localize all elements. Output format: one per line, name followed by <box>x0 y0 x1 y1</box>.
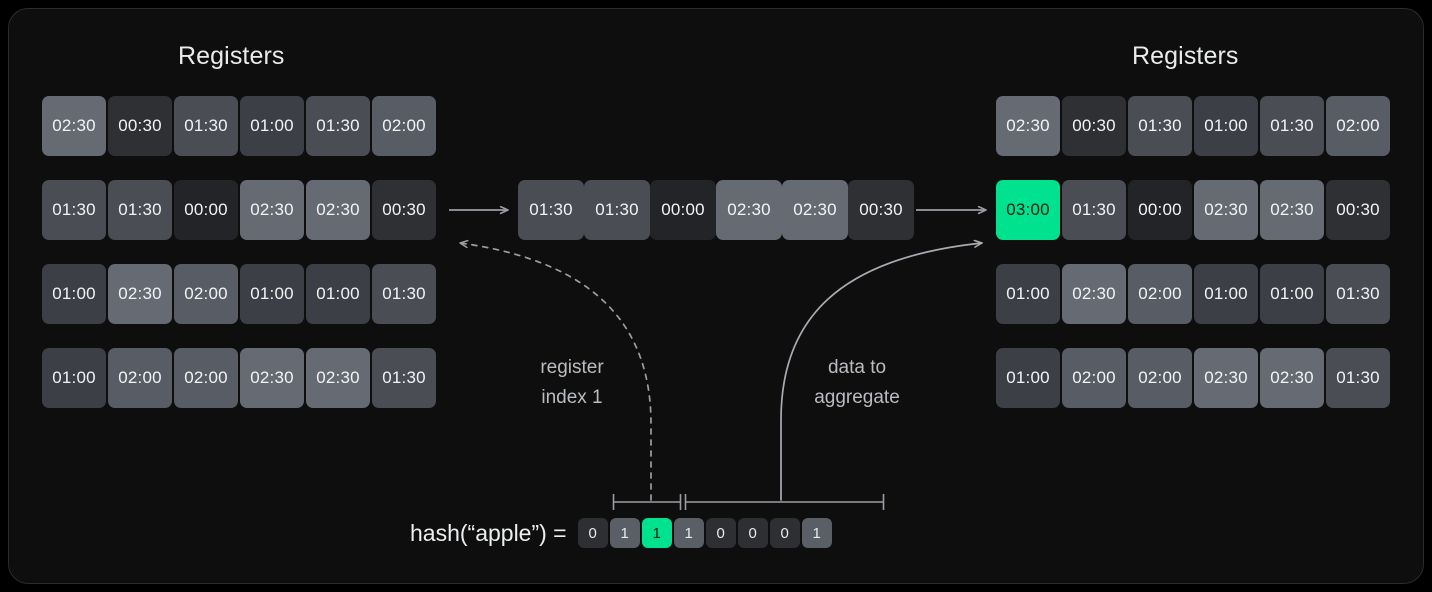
register-cell: 01:00 <box>1194 96 1258 156</box>
register-cell: 02:00 <box>108 348 172 408</box>
register-cell: 01:30 <box>1062 180 1126 240</box>
hash-bit: 0 <box>769 518 800 548</box>
register-cell: 01:30 <box>1326 264 1390 324</box>
selected-register-cell: 02:30 <box>716 180 782 240</box>
selected-register-cell: 01:30 <box>518 180 584 240</box>
register-cell: 01:30 <box>1326 348 1390 408</box>
register-cell: 02:30 <box>108 264 172 324</box>
register-cell: 02:00 <box>1062 348 1126 408</box>
right-registers-title: Registers <box>1132 42 1239 70</box>
register-cell: 01:00 <box>240 96 304 156</box>
hash-bit: 1 <box>801 518 832 548</box>
register-cell: 01:00 <box>42 348 106 408</box>
register-cell: 01:00 <box>1194 264 1258 324</box>
register-cell: 02:30 <box>306 180 370 240</box>
register-cell: 01:00 <box>240 264 304 324</box>
register-cell: 00:30 <box>1326 180 1390 240</box>
register-cell: 01:00 <box>306 264 370 324</box>
register-cell: 00:00 <box>1128 180 1192 240</box>
register-cell: 02:30 <box>1260 348 1324 408</box>
left-registers-title: Registers <box>178 42 285 70</box>
selected-register-cell: 00:00 <box>650 180 716 240</box>
register-cell: 00:30 <box>108 96 172 156</box>
register-cell: 01:00 <box>1260 264 1324 324</box>
hash-bit: 0 <box>737 518 768 548</box>
hash-bit: 1 <box>609 518 640 548</box>
register-cell: 02:00 <box>174 348 238 408</box>
register-cell: 00:30 <box>1062 96 1126 156</box>
data-to-aggregate-caption: data to aggregate <box>814 357 900 408</box>
register-cell: 02:00 <box>1128 264 1192 324</box>
selected-register-cell: 01:30 <box>584 180 650 240</box>
hash-bit: 0 <box>577 518 608 548</box>
register-index-caption: register index 1 <box>540 357 604 408</box>
register-cell: 01:30 <box>42 180 106 240</box>
register-cell: 01:00 <box>996 264 1060 324</box>
register-cell-highlighted: 03:00 <box>996 180 1060 240</box>
register-cell: 01:30 <box>174 96 238 156</box>
register-cell: 02:30 <box>1260 180 1324 240</box>
register-cell: 00:30 <box>372 180 436 240</box>
register-cell: 01:30 <box>372 264 436 324</box>
register-cell: 02:00 <box>372 96 436 156</box>
register-cell: 01:00 <box>42 264 106 324</box>
register-cell: 02:30 <box>42 96 106 156</box>
selected-register-cell: 00:30 <box>848 180 914 240</box>
register-cell: 01:30 <box>372 348 436 408</box>
hash-bit: 0 <box>705 518 736 548</box>
register-cell: 02:30 <box>1194 348 1258 408</box>
register-cell: 01:30 <box>108 180 172 240</box>
register-cell: 02:00 <box>1128 348 1192 408</box>
register-cell: 01:30 <box>1128 96 1192 156</box>
register-cell: 02:30 <box>240 348 304 408</box>
register-cell: 01:30 <box>1260 96 1324 156</box>
register-cell: 02:00 <box>174 264 238 324</box>
register-cell: 02:30 <box>1194 180 1258 240</box>
hash-bit: 1 <box>673 518 704 548</box>
register-cell: 02:30 <box>306 348 370 408</box>
register-cell: 02:30 <box>240 180 304 240</box>
register-cell: 01:30 <box>306 96 370 156</box>
register-cell: 01:00 <box>996 348 1060 408</box>
register-cell: 02:30 <box>1062 264 1126 324</box>
register-cell: 02:30 <box>996 96 1060 156</box>
hash-label: hash(“apple”) = <box>410 519 567 546</box>
register-cell: 02:00 <box>1326 96 1390 156</box>
register-cell: 00:00 <box>174 180 238 240</box>
selected-register-cell: 02:30 <box>782 180 848 240</box>
hash-bit-highlighted: 1 <box>641 518 672 548</box>
